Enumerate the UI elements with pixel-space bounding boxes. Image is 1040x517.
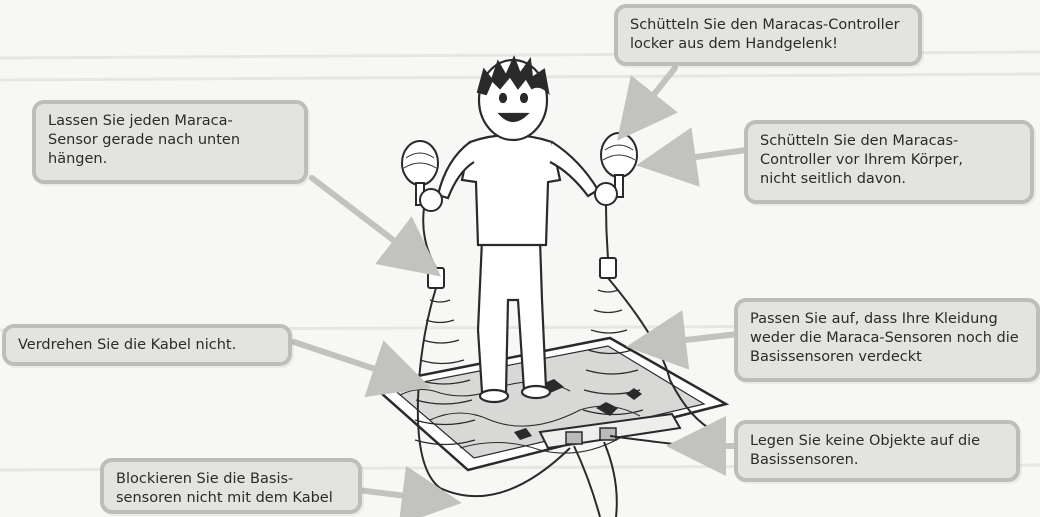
maraca-icon bbox=[401, 132, 638, 212]
person-illustration bbox=[436, 55, 600, 404]
callout-arrows bbox=[291, 65, 749, 517]
callout-clothing: Passen Sie auf, dass Ihre Kleidung weder… bbox=[734, 298, 1040, 382]
callout-no-twist: Verdrehen Sie die Kabel nicht. bbox=[2, 324, 292, 366]
callout-shake-wrist: Schütteln Sie den Maracas-Controller loc… bbox=[614, 4, 922, 66]
callout-no-block: Blockieren Sie die Basis- sensoren nicht… bbox=[100, 458, 362, 514]
mat-icon bbox=[369, 336, 730, 472]
callout-no-objects: Legen Sie keine Objekte auf die Basissen… bbox=[734, 420, 1020, 482]
callout-shake-front: Schütteln Sie den Maracas- Controller vo… bbox=[744, 120, 1034, 204]
callout-sensor-hang: Lassen Sie jeden Maraca- Sensor gerade n… bbox=[32, 100, 308, 184]
